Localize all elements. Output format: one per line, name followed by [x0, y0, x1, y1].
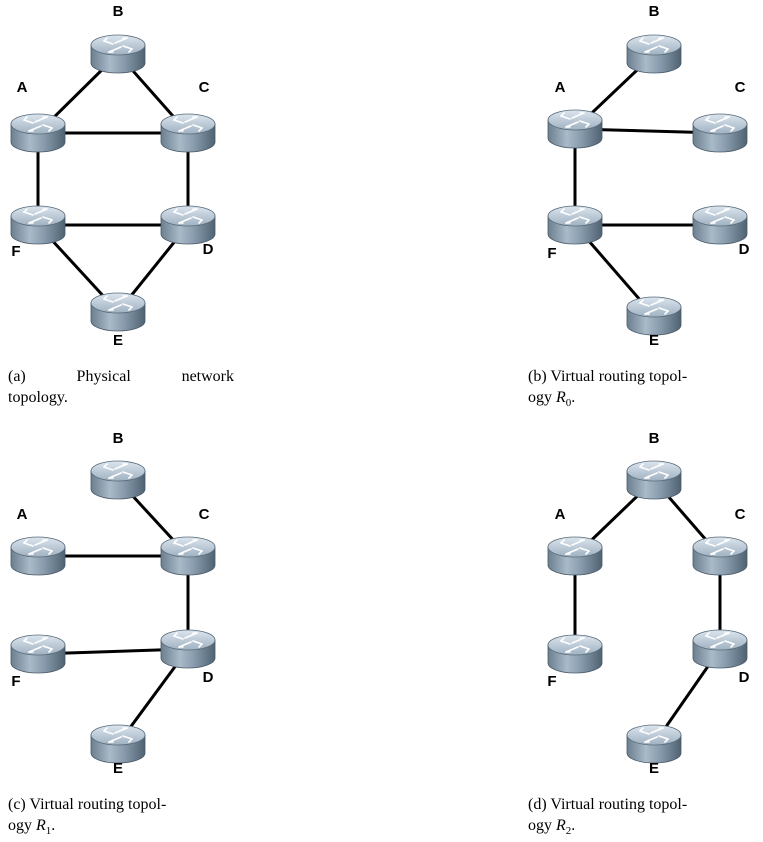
caption-d-sub: 2 [565, 825, 572, 838]
router-icon-D [160, 205, 216, 245]
node-label-E: E [649, 760, 659, 777]
caption-c-var: R [36, 817, 46, 834]
panel-routing-topology-r2: A B C D E F [547, 430, 749, 777]
node-label-F: F [547, 673, 556, 690]
node-label-A: A [555, 506, 566, 523]
router-icon-B [626, 460, 682, 500]
router-icon-A [10, 113, 66, 153]
node-label-E: E [649, 332, 659, 349]
caption-d-line1: (d) Virtual routing topol- [528, 796, 688, 813]
node-label-B: B [649, 430, 660, 447]
router-icon-C [692, 536, 748, 576]
caption-b-suffix: . [571, 389, 576, 406]
panel-physical-topology: A B C D E F [10, 3, 216, 349]
caption-d-var: R [556, 817, 566, 834]
node-label-B: B [113, 430, 124, 447]
node-label-E: E [113, 760, 123, 777]
caption-d-prefix: ogy [528, 817, 552, 834]
router-icon-A [10, 536, 66, 576]
router-icon-E [90, 292, 146, 332]
node-label-F: F [11, 673, 20, 690]
node-label-B: B [113, 3, 124, 20]
node-label-D: D [203, 669, 214, 686]
node-label-C: C [735, 506, 746, 523]
caption-c: (c) Virtual routing topol- ogy R1. [8, 794, 238, 842]
router-icon-F [547, 634, 603, 674]
caption-a-line2: topology. [8, 389, 68, 406]
caption-b-line2: ogy R0. [528, 387, 758, 414]
router-icon-E [626, 724, 682, 764]
node-label-C: C [199, 79, 210, 96]
node-label-E: E [113, 332, 123, 349]
caption-b-sub: 0 [565, 397, 572, 410]
node-label-A: A [17, 79, 28, 96]
caption-c-line2: ogy R1. [8, 815, 238, 842]
caption-d-suffix: . [571, 817, 576, 834]
caption-c-sub: 1 [45, 825, 52, 838]
node-label-D: D [739, 669, 750, 686]
panel-routing-topology-r1: A B C D E F [10, 430, 216, 777]
caption-b-line1: (b) Virtual routing topol- [528, 368, 688, 385]
router-icon-B [626, 34, 682, 74]
caption-b-prefix: ogy [528, 389, 552, 406]
caption-a-line1: (a) Physical network [8, 368, 234, 385]
router-icon-A [547, 109, 603, 149]
node-label-F: F [11, 243, 20, 260]
router-icon-B [90, 460, 146, 500]
node-label-A: A [17, 506, 28, 523]
router-icon-E [626, 296, 682, 336]
router-icon-C [692, 113, 748, 153]
caption-a: (a) Physical network topology. [8, 366, 234, 408]
router-icon-F [10, 205, 66, 245]
node-label-D: D [203, 241, 214, 258]
caption-d-line2: ogy R2. [528, 815, 758, 842]
caption-c-prefix: ogy [8, 817, 32, 834]
router-icon-D [692, 205, 748, 245]
caption-c-line1: (c) Virtual routing topol- [8, 796, 167, 813]
node-label-C: C [735, 79, 746, 96]
caption-d: (d) Virtual routing topol- ogy R2. [528, 794, 758, 842]
router-icon-F [547, 205, 603, 245]
router-icon-F [10, 634, 66, 674]
caption-b: (b) Virtual routing topol- ogy R0. [528, 366, 758, 414]
router-icon-A [547, 536, 603, 576]
caption-b-var: R [556, 389, 566, 406]
node-label-A: A [555, 79, 566, 96]
router-icon-C [160, 536, 216, 576]
router-icon-E [90, 724, 146, 764]
router-icon-B [90, 34, 146, 74]
router-icon-C [160, 113, 216, 153]
node-label-C: C [199, 506, 210, 523]
router-icon-D [160, 629, 216, 669]
node-label-D: D [739, 241, 750, 258]
router-icon-D [692, 629, 748, 669]
caption-c-suffix: . [51, 817, 56, 834]
node-label-F: F [547, 245, 556, 262]
node-label-B: B [649, 3, 660, 20]
panel-routing-topology-r0: A B C D E F [547, 3, 749, 349]
